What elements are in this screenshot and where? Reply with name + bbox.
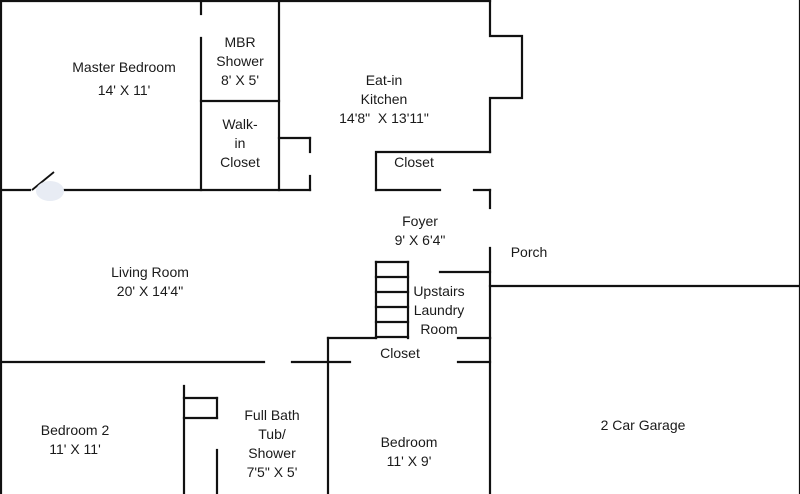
room-name-line1: Upstairs: [413, 283, 465, 299]
room-dims: 11' X 9': [386, 453, 432, 469]
room-mbr-shower: MBR Shower 8' X 5': [216, 33, 263, 90]
room-name: Master Bedroom: [72, 59, 176, 75]
room-living-room: Living Room 20' X 14'4": [111, 263, 189, 301]
room-full-bath: Full Bath Tub/ Shower 7'5" X 5': [244, 406, 299, 482]
room-foyer: Foyer 9' X 6'4": [395, 212, 446, 250]
room-name: Closet: [394, 154, 434, 170]
door-swing: [31, 171, 64, 201]
room-dims: 7'5" X 5': [246, 464, 298, 480]
room-name: Living Room: [111, 264, 189, 280]
room-name-line3: Closet: [220, 154, 260, 170]
room-name-line2: Tub/: [258, 426, 286, 442]
room-name-line1: MBR: [224, 34, 256, 50]
room-name: Foyer: [402, 213, 438, 229]
room-name: Bedroom: [380, 434, 438, 450]
room-porch: Porch: [511, 243, 548, 262]
room-garage: 2 Car Garage: [601, 416, 686, 435]
room-name: 2 Car Garage: [600, 417, 686, 433]
room-name-line2: in: [234, 135, 246, 151]
room-name-line2: Kitchen: [360, 91, 408, 107]
room-master-bedroom: Master Bedroom 14' X 11': [72, 58, 175, 100]
room-name-line2: Laundry: [413, 302, 465, 318]
room-kitchen: Eat-in Kitchen 14'8" X 13'11": [339, 71, 429, 128]
room-name-line1: Walk-: [222, 116, 258, 132]
room-dims: 14' X 11': [97, 82, 151, 98]
room-name-line1: Eat-in: [365, 72, 403, 88]
room-name: Closet: [380, 345, 420, 361]
room-walkin-closet: Walk- in Closet: [220, 115, 260, 172]
room-bedroom-2: Bedroom 2 11' X 11': [41, 421, 109, 459]
room-dims: 8' X 5': [220, 72, 260, 88]
room-dims: 9' X 6'4": [394, 232, 446, 248]
room-name-line1: Full Bath: [244, 407, 300, 423]
room-dims: 20' X 14'4": [116, 283, 184, 299]
room-hall-closet: Closet: [380, 344, 420, 363]
room-laundry: Upstairs Laundry Room: [413, 282, 464, 339]
room-name-line2: Shower: [216, 53, 264, 69]
room-dims: 14'8" X 13'11": [339, 110, 429, 126]
room-kitchen-closet: Closet: [394, 153, 434, 172]
room-bedroom: Bedroom 11' X 9': [381, 433, 438, 471]
room-name: Bedroom 2: [40, 422, 110, 438]
room-dims: 11' X 11': [49, 441, 101, 457]
room-name: Porch: [510, 244, 548, 260]
room-name-line3: Shower: [248, 445, 296, 461]
room-name-line3: Room: [420, 321, 458, 337]
